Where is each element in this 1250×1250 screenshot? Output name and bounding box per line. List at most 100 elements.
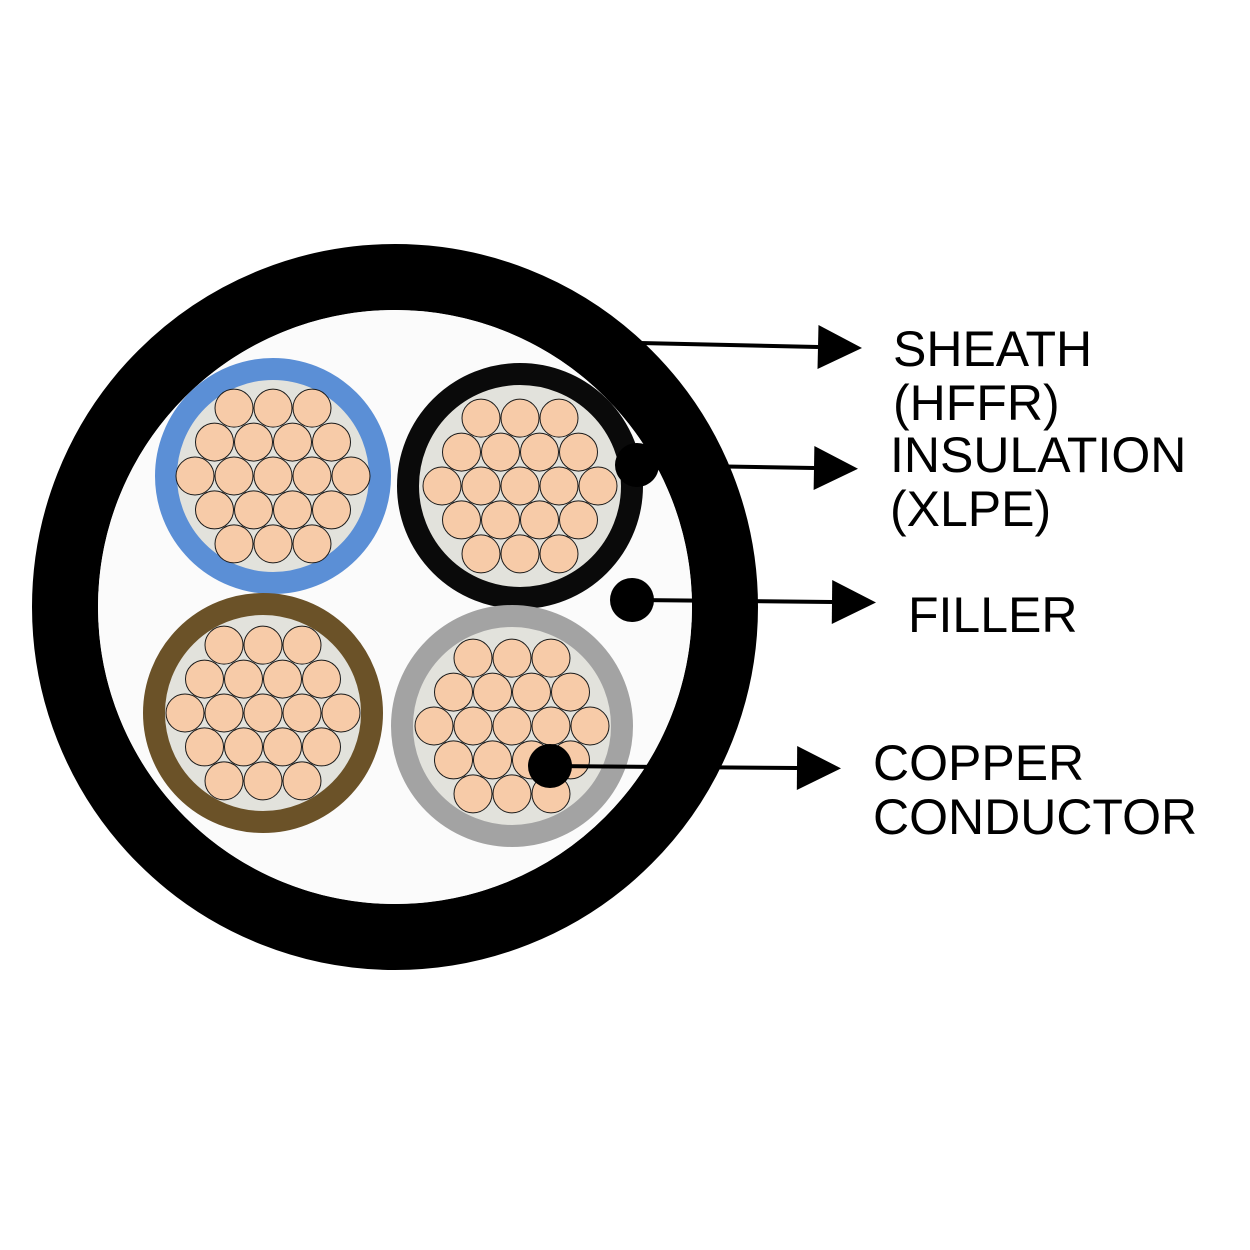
- conductor-strand: [204, 625, 244, 665]
- conductor-strand: [312, 490, 351, 530]
- conductor-strand: [292, 524, 332, 564]
- conductor-strand: [253, 456, 293, 496]
- conductor-strand: [185, 659, 224, 699]
- sheath-pointer-line: [639, 341, 819, 349]
- cable-cores: [143, 358, 643, 847]
- conductor-strand: [442, 432, 481, 472]
- sheath-label-line-1: SHEATH: [893, 321, 1093, 377]
- conductor-strand: [453, 638, 493, 678]
- conductor-strand: [302, 727, 341, 767]
- conductor-pointer: [528, 744, 841, 790]
- conductor-strand: [253, 524, 293, 564]
- conductor-strand: [559, 432, 598, 472]
- conductor-strand: [500, 466, 540, 506]
- conductor-strand: [481, 500, 520, 540]
- insulation-pointer: [615, 443, 858, 490]
- conductor-strand: [578, 466, 618, 506]
- conductor-strand: [539, 534, 579, 574]
- filler-pointer-line: [631, 598, 833, 604]
- conductor-strand: [302, 659, 341, 699]
- conductor-strand: [195, 422, 234, 462]
- conductor-strand: [453, 706, 493, 746]
- conductor-pointer-arrowhead: [796, 746, 841, 790]
- conductor-strand: [531, 706, 571, 746]
- conductor-strand: [224, 727, 263, 767]
- conductor-strand: [520, 432, 559, 472]
- conductor-strand: [195, 490, 234, 530]
- conductor-strand: [243, 625, 283, 665]
- conductor-strand: [263, 727, 302, 767]
- conductor-strand: [551, 672, 590, 712]
- conductor-strand: [461, 466, 501, 506]
- conductor-strand: [481, 432, 520, 472]
- conductor-strand: [273, 422, 312, 462]
- label-pointers: [528, 325, 876, 790]
- conductor-strand: [282, 625, 322, 665]
- conductor-label-line-2: CONDUCTOR: [873, 789, 1198, 845]
- conductor-label: COPPER CONDUCTOR: [873, 736, 1197, 844]
- conductor-strand: [321, 693, 361, 733]
- core-grey: [391, 605, 633, 847]
- conductor-strand: [512, 672, 551, 712]
- conductor-strand: [453, 774, 493, 814]
- conductor-strand: [422, 466, 462, 506]
- insulation-label-line-1: INSULATION: [890, 427, 1187, 483]
- core-brown: [143, 593, 383, 833]
- conductor-strand: [492, 774, 532, 814]
- conductor-strand: [224, 659, 263, 699]
- conductor-strand: [442, 500, 481, 540]
- conductor-strand: [282, 693, 322, 733]
- filler-label: FILLER: [908, 588, 1078, 642]
- conductor-strand: [243, 761, 283, 801]
- conductor-strand: [473, 740, 512, 780]
- conductor-strand: [165, 693, 205, 733]
- conductor-strand: [559, 500, 598, 540]
- conductor-strand: [253, 388, 293, 428]
- conductor-strand: [434, 740, 473, 780]
- conductor-strand: [175, 456, 215, 496]
- conductor-strand: [263, 659, 302, 699]
- conductor-strand: [292, 388, 332, 428]
- conductor-label-line-1: COPPER: [873, 735, 1085, 791]
- conductor-strand: [204, 761, 244, 801]
- conductor-strand: [414, 706, 454, 746]
- sheath-label-line-2: (HFFR): [893, 375, 1060, 431]
- conductor-strand: [570, 706, 610, 746]
- sheath-pointer-arrowhead: [817, 325, 862, 369]
- conductor-strand: [539, 398, 579, 438]
- conductor-strand: [531, 638, 571, 678]
- insulation-pointer-line: [636, 463, 815, 470]
- insulation-pointer-arrowhead: [813, 446, 858, 490]
- sheath-label: SHEATH (HFFR): [893, 322, 1092, 430]
- conductor-strand: [214, 388, 254, 428]
- sheath-pointer: [639, 325, 862, 369]
- conductor-strand: [461, 398, 501, 438]
- conductor-strand: [500, 398, 540, 438]
- conductor-strand: [243, 693, 283, 733]
- conductor-strand: [234, 422, 273, 462]
- conductor-strand: [214, 456, 254, 496]
- insulation-label-line-2: (XLPE): [890, 481, 1052, 537]
- conductor-strand: [473, 672, 512, 712]
- conductor-strand: [312, 422, 351, 462]
- conductor-strand: [292, 456, 332, 496]
- conductor-strand: [539, 466, 579, 506]
- conductor-strand: [234, 490, 273, 530]
- conductor-strand: [282, 761, 322, 801]
- core-blue: [155, 358, 391, 594]
- core-black: [397, 363, 643, 609]
- sheath-ring: [32, 244, 758, 970]
- conductor-strand: [492, 638, 532, 678]
- conductor-strand: [461, 534, 501, 574]
- insulation-label: INSULATION (XLPE): [890, 428, 1186, 536]
- conductor-strand: [185, 727, 224, 767]
- conductor-pointer-line: [549, 764, 798, 770]
- conductor-strand: [273, 490, 312, 530]
- filler-pointer-arrowhead: [831, 580, 876, 624]
- filler-pointer: [610, 578, 876, 624]
- conductor-strand: [204, 693, 244, 733]
- conductor-strand: [214, 524, 254, 564]
- conductor-strand: [500, 534, 540, 574]
- filler-label-line-1: FILLER: [908, 587, 1078, 643]
